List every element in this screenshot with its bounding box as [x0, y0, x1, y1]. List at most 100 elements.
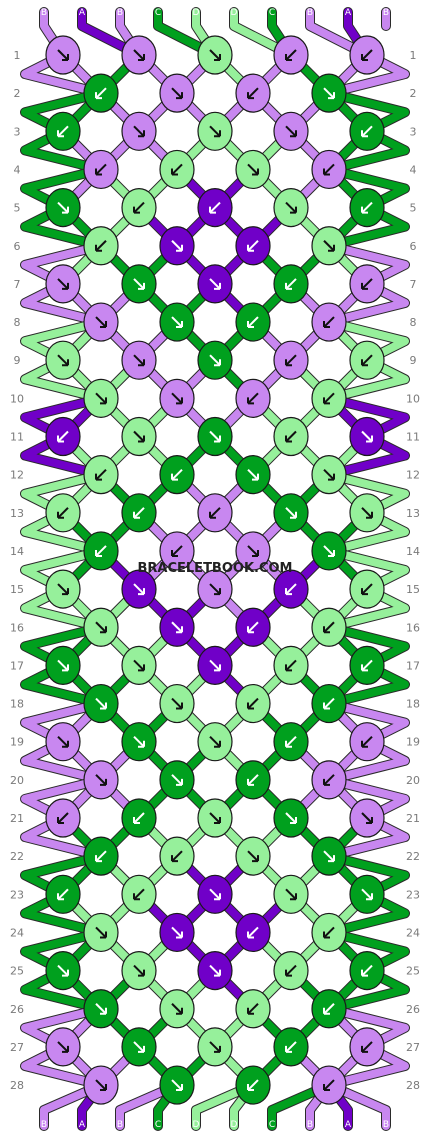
knot — [273, 950, 309, 991]
knot-arrowhead-icon — [176, 778, 183, 786]
strand-bottom — [40, 1081, 105, 1130]
knot-arrowhead-icon — [62, 588, 69, 596]
knot — [159, 607, 195, 647]
row-number-right: 18 — [406, 698, 420, 711]
knot-arrow-icon — [95, 316, 107, 328]
knot-arrowhead-icon — [171, 855, 178, 863]
knot-arrowhead-icon — [95, 168, 102, 176]
knot-arrow-icon — [209, 1041, 221, 1053]
knot-arrowhead-icon — [323, 702, 330, 710]
knot-arrowhead-icon — [323, 1007, 330, 1015]
knot — [45, 569, 81, 609]
knot-arrow-icon — [323, 926, 335, 939]
knot — [311, 1065, 347, 1105]
row-number-left: 7 — [14, 278, 21, 291]
knot-arrowhead-icon — [247, 778, 254, 786]
row-number-right: 9 — [410, 354, 417, 367]
knot-arrow-icon — [285, 964, 297, 977]
knot-arrow-icon — [57, 125, 69, 138]
knot-arrowhead-icon — [138, 664, 145, 672]
knot — [235, 531, 271, 571]
strand-label-top: B — [307, 8, 313, 18]
row-number-right: 11 — [406, 431, 420, 444]
knot-arrowhead-icon — [62, 969, 69, 977]
knot — [121, 416, 157, 457]
knot-arrow-icon — [57, 1041, 69, 1053]
knot — [273, 722, 309, 762]
knot — [83, 1065, 119, 1105]
knot — [349, 264, 385, 304]
strand-top — [306, 8, 371, 59]
knot — [83, 912, 119, 953]
knot-arrow-icon — [247, 392, 259, 405]
knot — [273, 340, 309, 380]
knot-arrowhead-icon — [361, 969, 368, 977]
strand-label-bottom: B — [383, 1120, 389, 1130]
knot-arrowhead-icon — [361, 282, 368, 290]
knot-arrow-icon — [285, 201, 297, 214]
knot-arrowhead-icon — [95, 549, 102, 557]
knot-arrow-icon — [171, 774, 183, 786]
knot — [235, 683, 271, 724]
knot-arrowhead-icon — [100, 1007, 107, 1015]
knot — [235, 989, 271, 1029]
row-number-left: 27 — [10, 1041, 24, 1054]
row-number-right: 4 — [410, 163, 417, 176]
knot-arrowhead-icon — [214, 664, 221, 672]
row-number-right: 5 — [410, 202, 417, 215]
knot — [235, 607, 271, 647]
knot-arrow-icon — [95, 926, 107, 939]
row-number-right: 19 — [406, 736, 420, 749]
knot-arrowhead-icon — [138, 54, 145, 61]
knot-arrow-icon — [361, 201, 373, 214]
knot — [83, 683, 119, 724]
knot — [159, 760, 195, 800]
knot-arrow-icon — [323, 850, 335, 862]
row-number-left: 6 — [14, 240, 21, 253]
knot — [121, 874, 157, 914]
knot-arrowhead-icon — [361, 664, 368, 672]
knot-arrowhead-icon — [247, 1084, 254, 1092]
row-number-left: 18 — [10, 698, 24, 711]
row-number-right: 14 — [406, 545, 420, 558]
strand-top — [230, 8, 295, 59]
knot-arrow-icon — [57, 964, 69, 977]
strand-label-top: C — [155, 8, 161, 18]
row-number-right: 26 — [406, 1003, 420, 1016]
strand-label-bottom: C — [269, 1120, 275, 1130]
strand-label-bottom: A — [345, 1120, 352, 1130]
knot-arrow-icon — [285, 583, 297, 595]
knot — [83, 760, 119, 800]
knot-arrowhead-icon — [285, 740, 292, 748]
knot — [159, 149, 195, 190]
knot — [311, 912, 347, 953]
row-number-left: 5 — [14, 202, 21, 215]
row-number-right: 21 — [406, 812, 420, 825]
knot-arrow-icon — [171, 87, 183, 99]
knot — [197, 569, 233, 609]
knot-arrowhead-icon — [57, 817, 64, 824]
knot-arrowhead-icon — [328, 92, 335, 100]
knot-arrowhead-icon — [361, 54, 368, 61]
knot-arrow-icon — [323, 392, 335, 405]
knot — [121, 35, 157, 75]
row-number-right: 25 — [406, 965, 420, 978]
knot-arrow-icon — [361, 430, 373, 443]
row-number-left: 24 — [10, 926, 24, 939]
knot-arrowhead-icon — [323, 778, 330, 786]
row-number-left: 4 — [14, 163, 21, 176]
knot — [197, 340, 233, 380]
knot-arrow-icon — [209, 583, 221, 595]
knot — [311, 455, 347, 495]
strand-label-top: D — [193, 8, 200, 18]
knot — [83, 302, 119, 342]
knot — [197, 874, 233, 914]
knot-arrowhead-icon — [323, 397, 330, 405]
knot — [45, 1027, 81, 1067]
knot-arrow-icon — [95, 545, 107, 557]
knot — [121, 493, 157, 533]
knot-arrow-icon — [95, 850, 107, 862]
knot-arrow-icon — [133, 278, 145, 290]
strand-label-top: B — [117, 8, 123, 18]
knot — [273, 264, 309, 304]
